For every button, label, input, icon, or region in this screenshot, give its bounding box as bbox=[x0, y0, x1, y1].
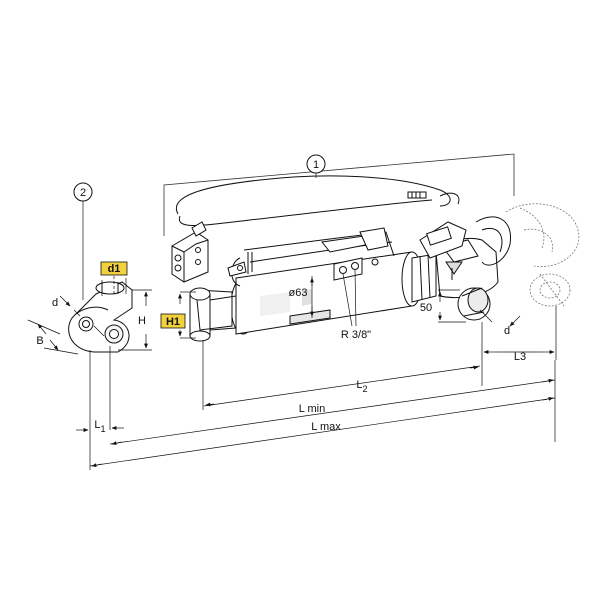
d-right-label: d bbox=[504, 325, 510, 337]
fifty-label: 50 bbox=[420, 302, 432, 314]
callout-2: 2 bbox=[73, 182, 93, 300]
dim-50 bbox=[438, 289, 466, 323]
dim-l2 bbox=[203, 365, 481, 407]
callout-2-label: 2 bbox=[80, 187, 86, 199]
hook-end bbox=[411, 216, 512, 303]
dim-d-right bbox=[479, 309, 521, 327]
dim-d-left bbox=[59, 295, 105, 337]
callout-1: 1 bbox=[306, 154, 326, 174]
dim-d1: d1 bbox=[100, 261, 128, 296]
lmin-label: L min bbox=[299, 403, 326, 415]
diameter-label: ø63 bbox=[289, 287, 308, 299]
cylinder-body bbox=[189, 227, 423, 342]
d1-highlight-box bbox=[100, 261, 128, 276]
l2-main: L bbox=[356, 379, 362, 391]
dim-diameter: ø63 bbox=[289, 276, 314, 318]
safety-cable bbox=[175, 175, 460, 226]
l3-label: L3 bbox=[514, 351, 526, 363]
h1-highlight-box bbox=[160, 313, 186, 329]
h1-label: H1 bbox=[166, 316, 180, 328]
d1-label: d1 bbox=[108, 263, 121, 275]
l1-main: L bbox=[94, 419, 100, 431]
mounting-bracket bbox=[171, 221, 209, 283]
l1-subscript: 1 bbox=[101, 424, 106, 434]
l2-label: L2 bbox=[356, 379, 367, 394]
b-label: B bbox=[36, 335, 43, 347]
lmax-label: L max bbox=[311, 421, 341, 433]
l1-label: L1 bbox=[94, 419, 105, 434]
d-left-label: d bbox=[52, 297, 58, 309]
clevis-fork bbox=[68, 281, 133, 353]
dim-h1: H1 bbox=[160, 291, 196, 339]
thread-label: R 3/8" bbox=[341, 329, 371, 341]
dim-l1 bbox=[76, 426, 124, 432]
callout-1-label: 1 bbox=[313, 159, 319, 171]
dim-thread: R 3/8" bbox=[341, 269, 371, 341]
dim-b bbox=[27, 319, 79, 355]
dim-lmin bbox=[109, 378, 556, 446]
dim-h bbox=[118, 289, 152, 351]
extension-lines bbox=[89, 306, 557, 470]
dim-lmax bbox=[89, 396, 556, 468]
l2-subscript: 2 bbox=[363, 384, 368, 394]
h-label: H bbox=[138, 315, 146, 327]
right-coupling-ghost bbox=[505, 203, 580, 307]
